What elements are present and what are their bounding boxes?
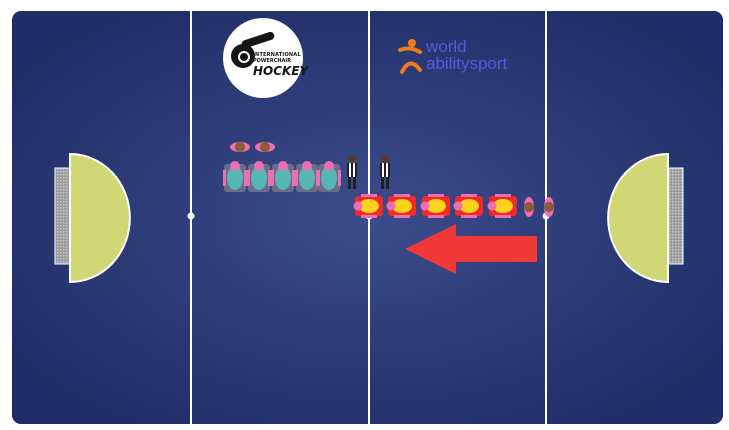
ipwh-logo-text: INTERNATIONAL POWERCHAIR HOCKEY: [253, 53, 299, 77]
goal-net-right: [667, 168, 683, 264]
goal-net-left: [55, 168, 71, 264]
team-a-player: [271, 161, 295, 192]
team-b-bench-player: [524, 197, 534, 217]
team-a-player: [317, 161, 341, 192]
ipwh-logo: INTERNATIONAL POWERCHAIR HOCKEY: [223, 18, 303, 98]
team-a-player: [223, 161, 247, 192]
team-b-player: [488, 194, 518, 218]
team-b-player: [354, 194, 384, 218]
world-abilitysport-logo: world abilitysport: [396, 38, 536, 78]
ipwh-logo-figure: [241, 31, 276, 49]
team-b-player: [421, 194, 451, 218]
team-a-bench-player: [255, 142, 275, 152]
team-b-player: [454, 194, 484, 218]
world-abilitysport-line2: abilitysport: [426, 55, 507, 72]
world-abilitysport-line1: world: [426, 38, 467, 55]
team-a-player: [247, 161, 271, 192]
team-a-bench-player: [230, 142, 250, 152]
team-b-player: [387, 194, 417, 218]
ipwh-logo-line3: HOCKEY: [253, 65, 299, 77]
world-abilitysport-mark-icon: [396, 38, 424, 74]
team-a-player: [295, 161, 319, 192]
team-b-bench-player: [544, 197, 554, 217]
faceoff-dot-left: [188, 213, 195, 220]
